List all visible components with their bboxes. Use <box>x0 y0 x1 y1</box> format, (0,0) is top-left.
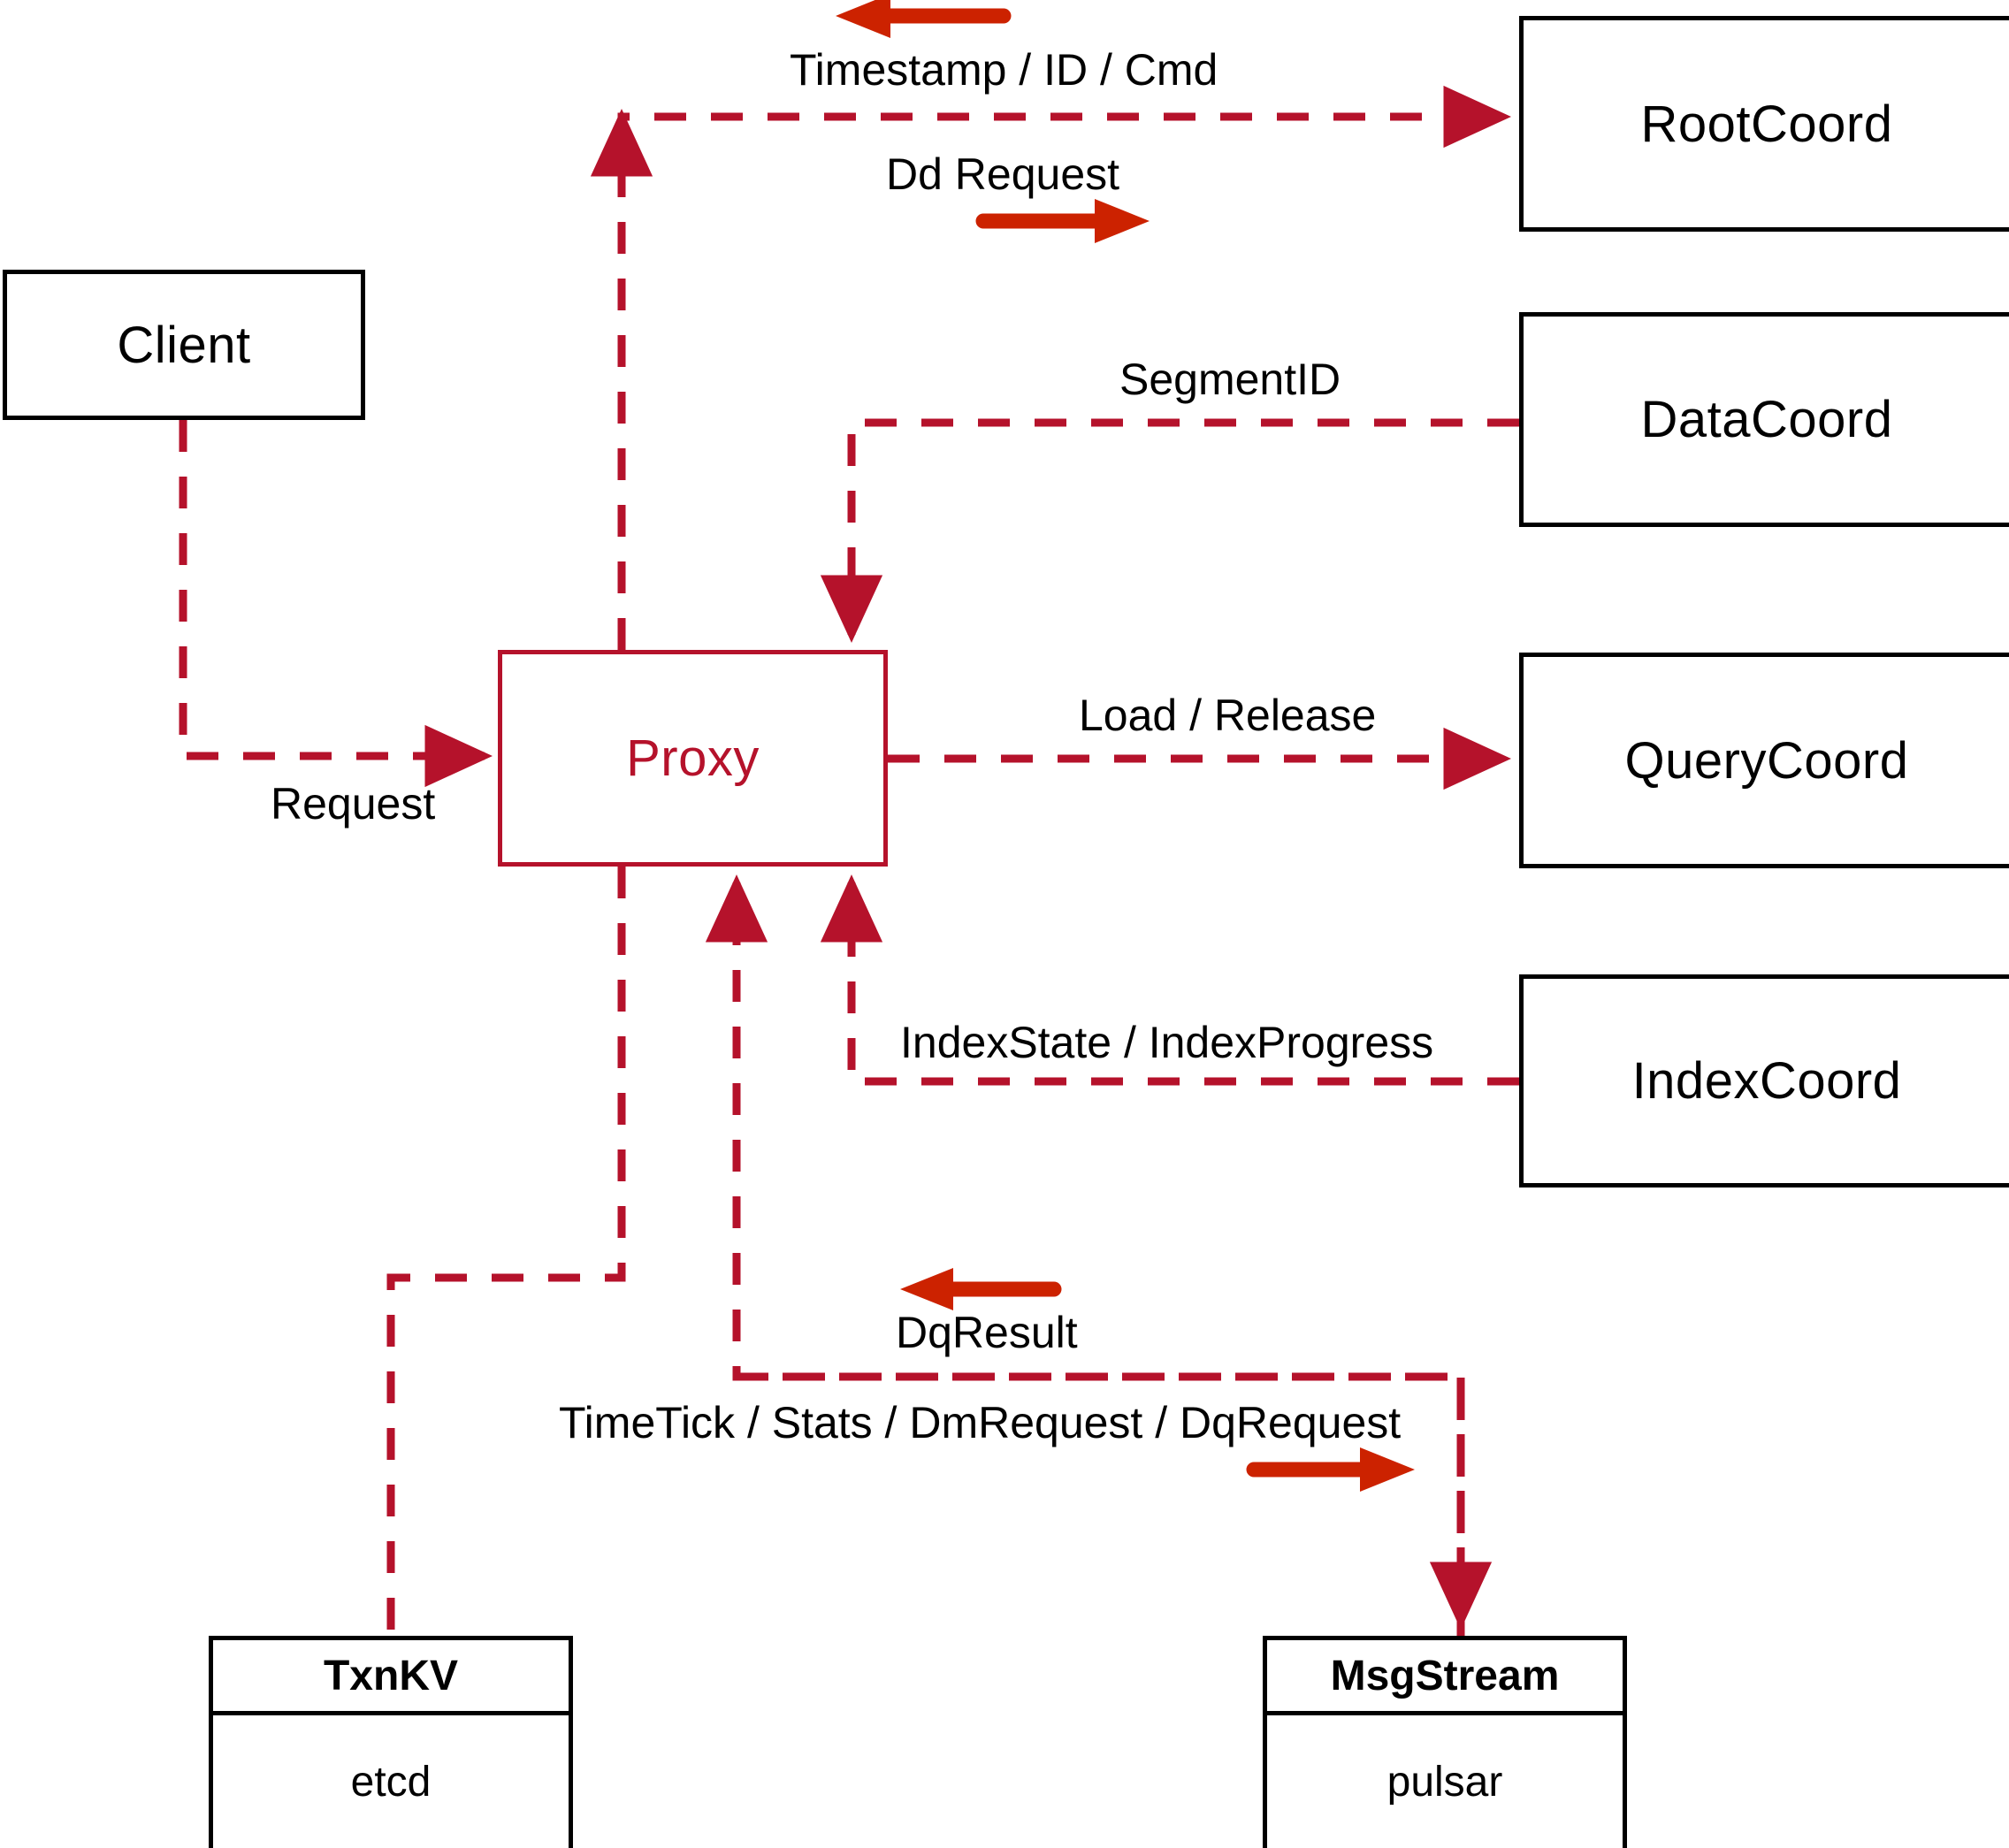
node-indexcoord[interactable]: IndexCoord <box>1519 974 2009 1187</box>
node-datacoord[interactable]: DataCoord <box>1519 312 2009 527</box>
edge-label-load-release: Load / Release <box>1079 691 1377 740</box>
node-txnkv-body-label: etcd <box>350 1758 432 1806</box>
node-indexcoord-label: IndexCoord <box>1631 1052 1902 1110</box>
edge-label-index-state-progress: IndexState / IndexProgress <box>900 1018 1434 1067</box>
edge-label-segment-id: SegmentID <box>1119 355 1341 404</box>
edge-proxy-to-txnkv <box>386 867 626 1636</box>
edge-label-dq-result: DqResult <box>896 1308 1078 1357</box>
edge-client-to-proxy <box>179 420 493 788</box>
edge-label-timetick-stats-dm-dq: TimeTick / Stats / DmRequest / DqRequest <box>559 1398 1402 1447</box>
node-txnkv-body: etcd <box>213 1715 569 1848</box>
node-querycoord-label: QueryCoord <box>1624 731 1909 790</box>
edge-label-dd-request: Dd Request <box>886 149 1120 199</box>
direction-arrow-dm-dq-request <box>1246 1447 1415 1492</box>
direction-arrow-dq-result <box>900 1268 1062 1310</box>
node-proxy[interactable]: Proxy <box>498 650 888 867</box>
node-proxy-label: Proxy <box>626 729 760 787</box>
direction-arrow-dd-request <box>975 199 1150 243</box>
edge-label-request: Request <box>271 779 436 829</box>
node-client[interactable]: Client <box>3 270 365 420</box>
edge-datacoord-to-proxy <box>820 418 1519 643</box>
edge-label-timestamp-id-cmd: Timestamp / ID / Cmd <box>790 45 1218 95</box>
node-msgstream-body: pulsar <box>1267 1715 1623 1848</box>
edge-msgstream-proxy <box>705 874 1493 1636</box>
node-client-label: Client <box>117 316 251 374</box>
node-msgstream[interactable]: MsgStream pulsar <box>1263 1636 1627 1848</box>
node-txnkv-header: TxnKV <box>213 1640 569 1715</box>
direction-arrow-timestamp-id-cmd <box>836 0 1012 38</box>
node-rootcoord-label: RootCoord <box>1640 95 1893 153</box>
node-txnkv-header-label: TxnKV <box>323 1652 458 1699</box>
node-msgstream-header-label: MsgStream <box>1330 1652 1560 1699</box>
node-msgstream-header: MsgStream <box>1267 1640 1623 1715</box>
node-querycoord[interactable]: QueryCoord <box>1519 653 2009 868</box>
node-datacoord-label: DataCoord <box>1640 391 1893 448</box>
node-txnkv[interactable]: TxnKV etcd <box>209 1636 573 1848</box>
node-rootcoord[interactable]: RootCoord <box>1519 16 2009 232</box>
node-msgstream-body-label: pulsar <box>1386 1758 1503 1806</box>
